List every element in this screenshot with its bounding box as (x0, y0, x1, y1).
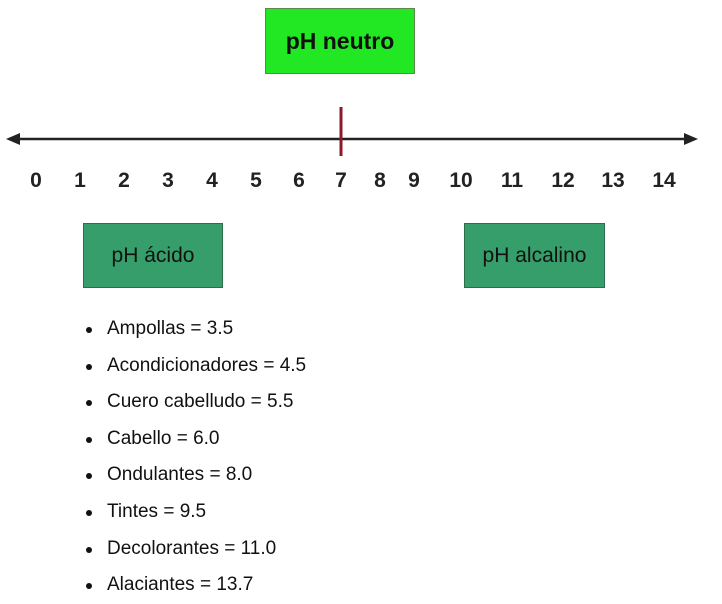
list-item-text: Cuero cabelludo = 5.5 (107, 391, 294, 413)
list-item: Cuero cabelludo = 5.5 (86, 384, 306, 421)
bullet-icon (86, 327, 92, 333)
list-item: Tintes = 9.5 (86, 494, 306, 531)
list-item-text: Ampollas = 3.5 (107, 318, 234, 339)
tick-label: 9 (408, 169, 420, 192)
tick-label: 12 (551, 169, 574, 192)
list-item-text: Ondulantes = 8.0 (107, 464, 253, 486)
bullet-icon (86, 400, 92, 407)
alkaline-ph-label: pH alcalino (464, 223, 605, 288)
tick-label: 2 (118, 169, 130, 192)
list-item-text: Acondicionadores = 4.5 (107, 354, 307, 376)
tick-label: 5 (250, 169, 262, 192)
product-ph-list: Ampollas = 3.5 Acondicionadores = 4.5 Cu… (86, 311, 306, 604)
tick-label: 10 (449, 169, 472, 192)
bullet-icon (86, 509, 92, 516)
bullet-icon (86, 363, 92, 370)
tick-label: 11 (501, 169, 524, 192)
bullet-icon (86, 473, 92, 480)
list-item: Cabello = 6.0 (86, 421, 306, 458)
axis-arrow-right-icon (684, 133, 698, 145)
tick-label: 3 (162, 169, 174, 192)
bullet-icon (86, 583, 92, 590)
list-item: Alaciantes = 13.7 (86, 567, 306, 604)
bullet-icon (86, 436, 92, 443)
neutral-ph-label: pH neutro (265, 8, 415, 74)
list-item-text: Cabello = 6.0 (107, 427, 220, 449)
list-item: Acondicionadores = 4.5 (86, 348, 306, 385)
acid-ph-label: pH ácido (83, 223, 223, 288)
tick-label: 7 (335, 169, 347, 192)
list-item-text: Tintes = 9.5 (107, 500, 207, 522)
list-item: Decolorantes = 11.0 (86, 531, 306, 568)
tick-label: 4 (206, 169, 218, 192)
tick-label: 13 (601, 169, 624, 192)
tick-label: 14 (652, 169, 676, 192)
list-item-text: Decolorantes = 11.0 (107, 537, 277, 559)
list-item-text: Alaciantes = 13.7 (107, 574, 254, 596)
axis-arrow-left-icon (6, 133, 20, 145)
list-item: Ondulantes = 8.0 (86, 457, 306, 494)
list-item: Ampollas = 3.5 (86, 311, 306, 348)
tick-label: 6 (293, 169, 305, 192)
tick-label: 1 (74, 169, 86, 192)
tick-label: 0 (30, 169, 42, 192)
tick-label: 8 (374, 169, 386, 192)
bullet-icon (86, 546, 92, 553)
